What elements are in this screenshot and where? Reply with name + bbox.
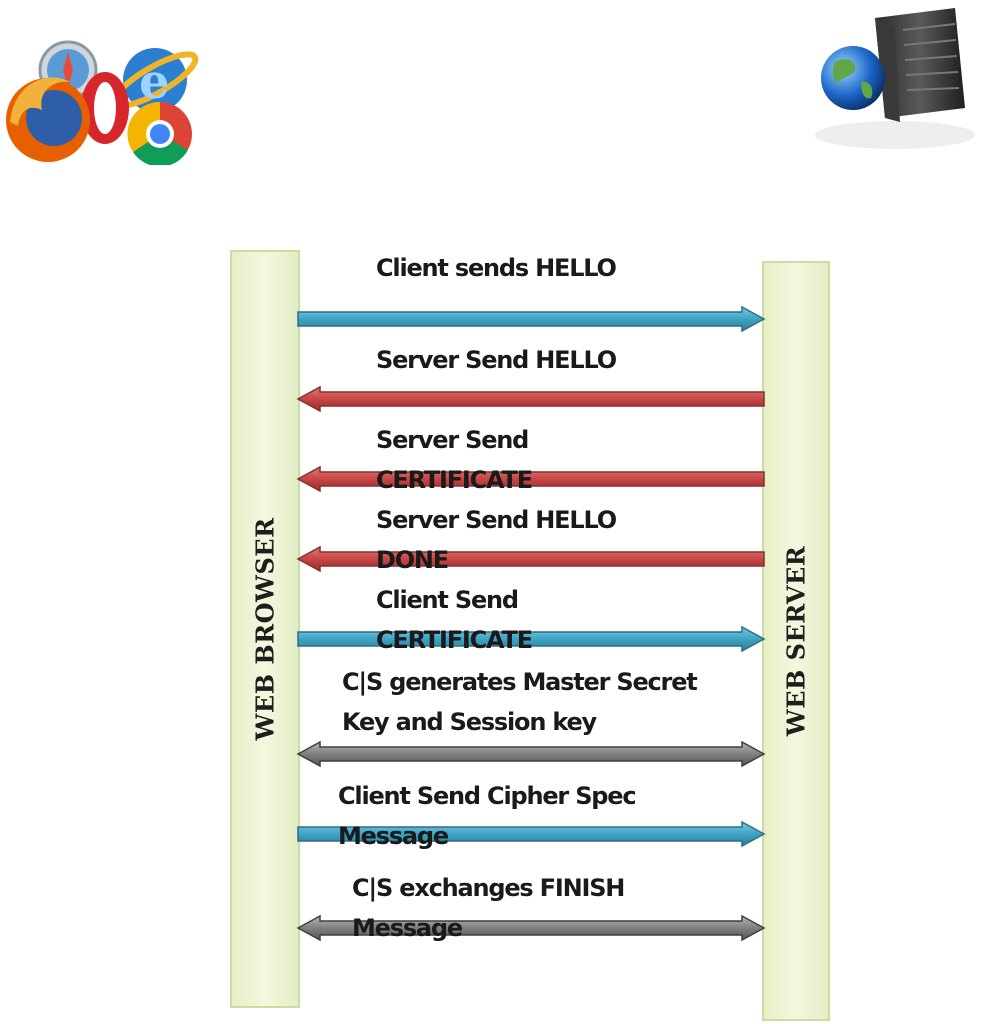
message-cipher-spec: Client Send Cipher Spec Message	[338, 782, 637, 850]
arrow-master-secret-key	[296, 740, 766, 768]
browser-logos-icon: e	[0, 30, 205, 167]
web-browser-lane: WEB BROWSER	[230, 250, 300, 1008]
message-server-hello-done: Server Send HELLO DONE	[376, 506, 617, 574]
message-server-hello: Server Send HELLO	[376, 346, 617, 374]
message-client-hello: Client sends HELLO	[376, 254, 617, 282]
svg-text:e: e	[139, 54, 170, 110]
arrow-server-certificate	[296, 465, 765, 493]
message-master-secret-key: C|S generates Master Secret Key and Sess…	[342, 668, 698, 736]
arrow-client-certificate	[297, 625, 766, 653]
arrow-server-hello-done	[296, 545, 765, 573]
message-finish-exchange: C|S exchanges FINISH Message	[352, 874, 625, 942]
arrow-server-hello	[296, 385, 765, 413]
message-client-certificate: Client Send CERTIFICATE	[376, 586, 533, 654]
arrow-finish-exchange	[296, 914, 766, 942]
web-server-globe-icon	[805, 0, 975, 165]
arrow-client-hello	[297, 305, 766, 333]
message-server-certificate: Server Send CERTIFICATE	[376, 426, 533, 494]
web-server-lane: WEB SERVER	[762, 261, 830, 1021]
arrow-cipher-spec	[297, 820, 766, 848]
